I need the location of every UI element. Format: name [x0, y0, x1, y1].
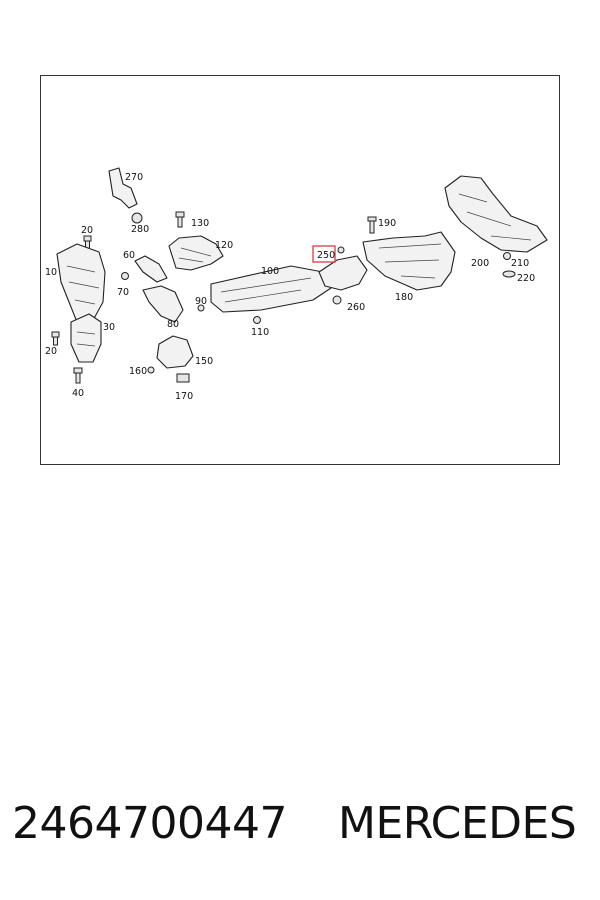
part-90-clip: [197, 304, 205, 312]
part-260-nut: [332, 295, 342, 305]
part-30-heat-shield: [70, 313, 102, 363]
part-190-bolt: [367, 216, 377, 234]
callout-90: 90: [195, 296, 207, 307]
part-120-heat-shield: [168, 235, 224, 271]
callout-180: 180: [395, 292, 413, 303]
part-250-fastener: [337, 246, 345, 254]
callout-80: 80: [167, 319, 179, 330]
callout-60: 60: [123, 250, 135, 261]
callout-160: 160: [129, 366, 147, 377]
part-160-washer: [147, 366, 155, 374]
callout-10: 10: [45, 267, 57, 278]
callout-200: 200: [471, 258, 489, 269]
part-100-heat-shield: [210, 265, 332, 313]
callout-20-bottom: 20: [45, 346, 57, 357]
callout-100: 100: [261, 266, 279, 277]
part-170-clip: [176, 373, 190, 383]
callout-110: 110: [251, 327, 269, 338]
part-10-manifold: [56, 243, 106, 325]
diagram-frame: 270 280 130 120 20 60 10 70 90 100 250 1…: [40, 75, 560, 465]
callout-250-highlight: [312, 245, 336, 263]
part-150-bracket: [156, 335, 194, 369]
part-130-bolt: [175, 211, 185, 228]
callout-130: 130: [191, 218, 209, 229]
part-280-nut: [131, 212, 143, 224]
callout-40: 40: [72, 388, 84, 399]
part-110-washer: [253, 316, 261, 324]
callout-260: 260: [347, 302, 365, 313]
callout-20-top: 20: [81, 225, 93, 236]
callout-70: 70: [117, 287, 129, 298]
part-60-clamp: [134, 255, 168, 283]
part-70-clip: [121, 272, 129, 280]
part-270-bracket: [108, 167, 138, 209]
callout-220: 220: [517, 273, 535, 284]
callout-150: 150: [195, 356, 213, 367]
callout-250: 250: [317, 250, 335, 261]
part-40-bolt: [73, 367, 83, 384]
part-220-washer: [502, 270, 516, 278]
callout-120: 120: [215, 240, 233, 251]
part-80-bracket: [142, 285, 184, 323]
brand-name: MERCEDES: [338, 798, 577, 849]
part-number: 2464700447: [12, 798, 287, 849]
part-200-heat-shield: [444, 175, 548, 253]
callout-30: 30: [103, 322, 115, 333]
part-250-heat-shield: [318, 255, 368, 291]
callout-190: 190: [378, 218, 396, 229]
footer: 2464700447 MERCEDES: [0, 798, 600, 868]
callout-210: 210: [511, 258, 529, 269]
part-20-bolt-bottom: [51, 331, 60, 346]
callout-270: 270: [125, 172, 143, 183]
callout-280: 280: [131, 224, 149, 235]
exploded-parts-diagram: 270 280 130 120 20 60 10 70 90 100 250 1…: [45, 167, 548, 402]
callout-170: 170: [175, 391, 193, 402]
part-210-nut: [503, 252, 511, 260]
